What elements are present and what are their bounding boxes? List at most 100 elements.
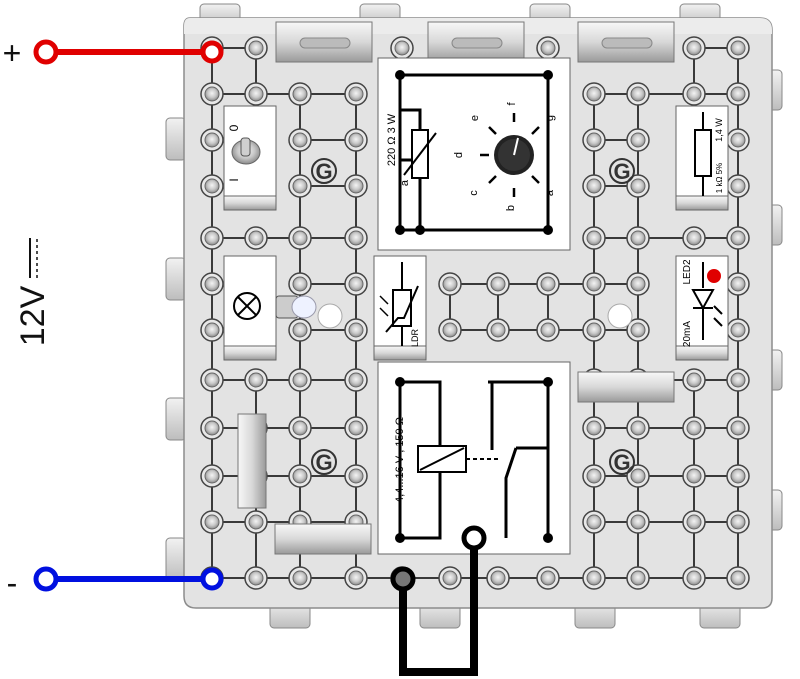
dial-mark: e — [469, 115, 481, 121]
dial-mark: g — [544, 115, 556, 121]
board-stud — [726, 82, 750, 106]
ldr-label: LDR — [410, 329, 420, 348]
board-stud — [344, 226, 368, 250]
minus-label: - — [7, 565, 18, 601]
dial-marks: a b c d e f g — [453, 102, 556, 212]
supply-wires — [33, 39, 224, 592]
ldr-module: LDR — [373, 255, 427, 361]
board-stud — [626, 174, 650, 198]
led-name: LED2 — [682, 259, 693, 284]
board-stud — [726, 128, 750, 152]
board-stud — [626, 464, 650, 488]
board-stud — [682, 566, 706, 590]
board-stud — [200, 318, 224, 342]
dial-mark: f — [506, 102, 518, 106]
board-stud — [726, 36, 750, 60]
board-stud — [726, 226, 750, 250]
lamp-module — [223, 255, 317, 361]
board-stud — [726, 368, 750, 392]
board-stud — [726, 318, 750, 342]
board-stud — [288, 226, 312, 250]
board-stud — [200, 128, 224, 152]
board-stud — [244, 368, 268, 392]
board-stud — [200, 416, 224, 440]
board-stud — [486, 566, 510, 590]
board-logos: G G G G — [311, 158, 635, 475]
resistor-value: 1 kΩ 5% — [715, 163, 724, 193]
board-stud — [344, 318, 368, 342]
board-stud — [626, 82, 650, 106]
board-stud — [536, 272, 560, 296]
dial-tick-marks — [480, 113, 540, 197]
board-stud — [344, 416, 368, 440]
board-stud — [200, 226, 224, 250]
board-stud — [726, 566, 750, 590]
dial-mark: c — [468, 190, 480, 196]
potentiometer-pin-label: a — [399, 179, 411, 186]
board-stud — [626, 318, 650, 342]
ldr-light-icon — [379, 295, 389, 317]
board-stud — [682, 510, 706, 534]
board-stud — [344, 272, 368, 296]
board-stud — [244, 510, 268, 534]
board-stud — [626, 566, 650, 590]
minus-terminal — [33, 566, 59, 592]
board-stud — [244, 566, 268, 590]
board-stud — [288, 368, 312, 392]
board-stud — [626, 510, 650, 534]
led-indicator-dot — [707, 269, 721, 283]
board-stud — [288, 272, 312, 296]
resistor-module: 1,4 W 1 kΩ 5% — [675, 105, 729, 211]
potentiometer-dial[interactable] — [494, 135, 534, 175]
board-stud — [200, 368, 224, 392]
board-stud — [536, 36, 560, 60]
board-stud — [626, 416, 650, 440]
board-stud — [438, 272, 462, 296]
bridge-wire — [390, 525, 487, 676]
minus-board-contact — [200, 567, 224, 591]
board-stud — [200, 510, 224, 534]
board-stud — [536, 566, 560, 590]
board-stud — [288, 566, 312, 590]
potentiometer-rating: 220 Ω 3 W — [386, 113, 398, 166]
board-stud — [582, 510, 606, 534]
relay-rating: 4,4...16 V , 150 Ω — [394, 417, 406, 503]
board-stud — [582, 128, 606, 152]
board-stud — [626, 272, 650, 296]
board-stud — [288, 82, 312, 106]
board-stud — [582, 272, 606, 296]
board-stud — [682, 82, 706, 106]
board-stud — [682, 36, 706, 60]
board-stud — [344, 174, 368, 198]
board-stud — [288, 128, 312, 152]
board-stud — [390, 36, 414, 60]
board-stud — [200, 82, 224, 106]
board-stud — [344, 566, 368, 590]
board-stud — [726, 510, 750, 534]
board-stud — [582, 226, 606, 250]
dial-mark: b — [505, 205, 517, 211]
logo-glyph: G — [613, 450, 630, 475]
board-stud — [582, 318, 606, 342]
board-stud — [486, 272, 510, 296]
board-stud — [288, 318, 312, 342]
board-stud — [582, 464, 606, 488]
switch-label-on: 0 — [227, 124, 241, 131]
resistor-power: 1,4 W — [714, 118, 724, 142]
board-stud — [626, 226, 650, 250]
potentiometer-module[interactable]: 220 Ω 3 W a a b c d e f g — [377, 57, 571, 251]
plus-terminal — [33, 39, 59, 65]
board-stud — [288, 174, 312, 198]
connector-bars — [237, 371, 675, 555]
board-stud — [344, 128, 368, 152]
board-stud — [682, 464, 706, 488]
logo-glyph: G — [315, 159, 332, 184]
board-stud — [344, 368, 368, 392]
led-current: 20mA — [682, 321, 693, 347]
led-symbol-icon — [691, 262, 723, 340]
dial-mark: d — [453, 152, 465, 158]
plus-board-contact — [200, 40, 224, 64]
board-stud — [682, 368, 706, 392]
toggle-switch-module[interactable]: 0 I — [223, 105, 277, 211]
board-stud — [200, 272, 224, 296]
